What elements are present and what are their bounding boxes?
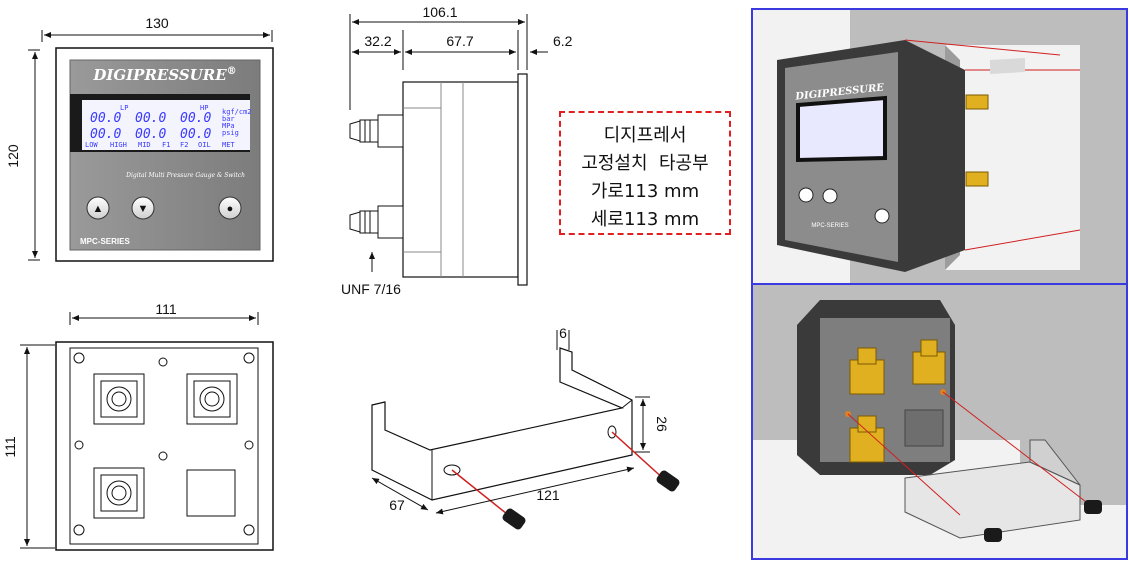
lcd-unit-3: MPa (222, 122, 235, 130)
down-button[interactable] (131, 196, 155, 220)
lcd-status-f1: F1 (162, 141, 170, 149)
bracket-thickness-label: 6 (559, 325, 567, 341)
note-line-2: 고정설치 타공부 (581, 153, 709, 174)
note-line-4: 세로113 mm (590, 209, 700, 230)
photo-frame-top (751, 8, 1128, 285)
back-view: 111 111 (2, 301, 274, 551)
front-panel (69, 59, 261, 251)
lcd-hp-label: HP (200, 104, 208, 112)
bracket-depth-label: 67 (389, 497, 405, 513)
note-line-1: 디지프레서 (603, 125, 687, 146)
mounting-bracket: 6 26 67 121 (371, 325, 680, 530)
dot-icon: ● (227, 203, 234, 215)
front-subtitle: Digital Multi Pressure Gauge & Switch (125, 172, 245, 179)
back-port-2 (186, 373, 238, 425)
down-arrow-icon: ▼ (138, 203, 149, 215)
bracket-height-label: 26 (654, 416, 670, 432)
lcd-unit-4: psig (222, 129, 239, 137)
lcd-unit-1: kgf/cm2 (222, 108, 252, 116)
photo-frame-bottom (751, 283, 1128, 560)
side-left-label: 32.2 (364, 33, 391, 49)
install-photo-bottom (752, 283, 1127, 559)
side-total-label: 106.1 (422, 4, 457, 20)
side-bezel (517, 73, 528, 286)
lcd-digits-1: 00.0 (90, 111, 121, 126)
brand-logo: DIGIPRESSURE® (92, 66, 236, 84)
series-label: MPC-SERIES (80, 237, 130, 246)
side-right-label: 6.2 (553, 33, 573, 49)
port-size-label: UNF 7/16 (341, 281, 401, 297)
side-view: 106.1 32.2 67.7 6.2 UNF 7/16 (341, 4, 573, 297)
lcd-unit-2: bar (222, 115, 235, 123)
lcd-digits-6: 00.0 (180, 127, 211, 142)
screw-right (656, 470, 680, 492)
up-arrow-icon: ▲ (93, 203, 104, 215)
lcd-status-oil: OIL (198, 141, 211, 149)
lcd-status-row: LOW HIGH MID F1 F2 OIL MET (85, 141, 235, 149)
lcd-digits-5: 00.0 (135, 127, 166, 142)
note-line-3: 가로113 mm (590, 181, 700, 202)
front-view: 130 120 DIGIPRESSURE® LP HP 00.0 00.0 00… (5, 15, 274, 262)
lcd-status-high: HIGH (110, 141, 127, 149)
photo-series-label: MPC-SERIES (811, 223, 848, 229)
install-photo-top: DIGIPRESSURE MPC-SERIES (752, 9, 1127, 283)
cutout-note-box: 디지프레서 고정설치 타공부 가로113 mm 세로113 mm (559, 111, 731, 235)
set-button[interactable] (218, 196, 242, 220)
lcd-digits-2: 00.0 (135, 111, 166, 126)
side-body (402, 81, 519, 278)
back-port-3 (93, 467, 145, 519)
lcd-digits-3: 00.0 (180, 111, 211, 126)
lcd-status-mid: MID (138, 141, 151, 149)
lower-fitting (349, 205, 404, 239)
lcd-status-f2: F2 (180, 141, 188, 149)
back-port-1 (93, 373, 145, 425)
side-mid-label: 67.7 (446, 33, 473, 49)
lcd-status-met: MET (222, 141, 235, 149)
screw-left (502, 508, 526, 530)
back-blank-plate (186, 469, 236, 517)
upper-fitting (349, 114, 404, 148)
lcd-status-low: LOW (85, 141, 98, 149)
lcd-lp-label: LP (120, 104, 128, 112)
back-width-label: 111 (155, 301, 176, 317)
up-button[interactable] (86, 196, 110, 220)
back-height-label: 111 (2, 436, 18, 457)
bracket-length-label: 121 (536, 487, 560, 503)
lcd-screen (82, 100, 250, 150)
front-width-label: 130 (145, 15, 169, 31)
front-height-label: 120 (5, 144, 21, 168)
lcd-digits-4: 00.0 (90, 127, 121, 142)
